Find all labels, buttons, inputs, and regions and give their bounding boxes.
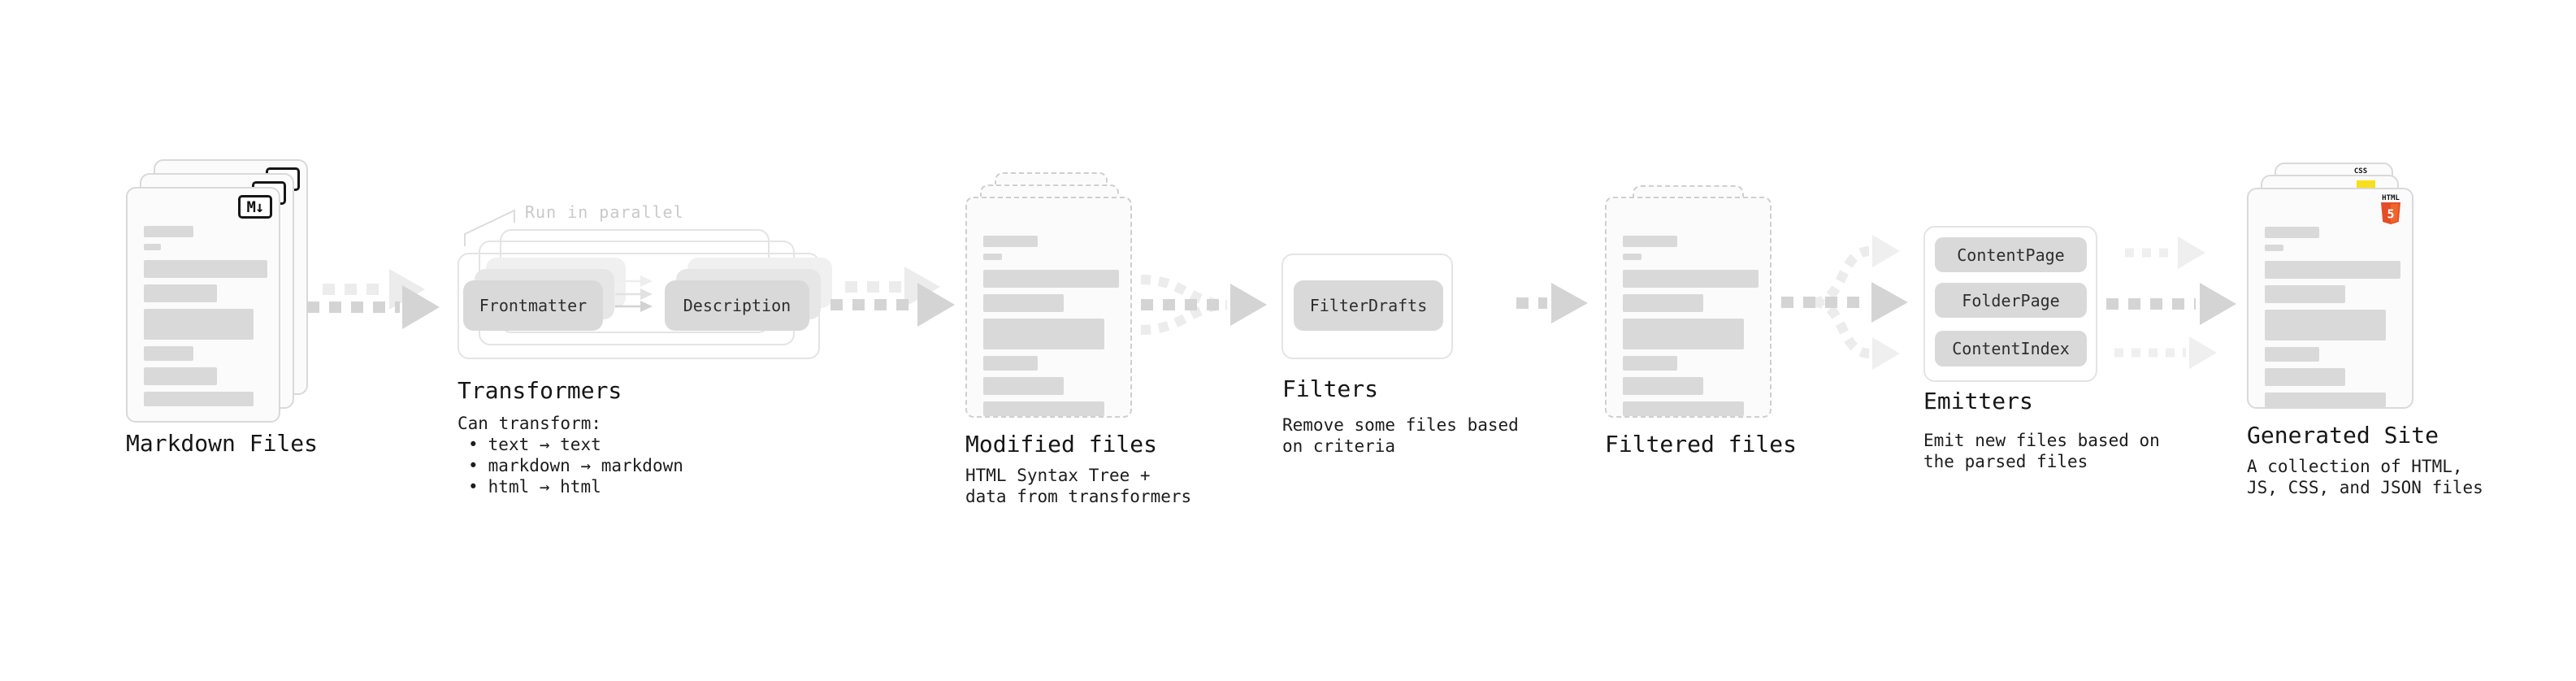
skeleton-line <box>983 270 1119 288</box>
skeleton-line <box>1623 254 1642 260</box>
transformers-desc-heading: Can transform: <box>458 414 602 433</box>
js-file-icon <box>2357 180 2375 189</box>
skeleton-line <box>983 319 1104 349</box>
modified-file-card-front <box>965 197 1132 418</box>
document-skeleton <box>1623 236 1759 416</box>
frontmatter-pill-label: Frontmatter <box>479 296 588 315</box>
arrow-modified-to-filters-merge <box>1140 275 1267 335</box>
skeleton-line <box>983 294 1064 312</box>
markdown-file-card-front: M↓ <box>126 187 280 423</box>
skeleton-line <box>144 392 254 406</box>
desc-line: the parsed files <box>1923 452 2088 471</box>
arrows-emitters-to-generated <box>2106 236 2236 369</box>
desc-line: Remove some files based <box>1282 415 1519 435</box>
transformers-bullet-2: • markdown → markdown <box>468 455 683 476</box>
transformers-description: Can transform: • text → text • markdown … <box>458 413 683 497</box>
html5-icon: HTML 5 <box>2379 194 2402 224</box>
bullet-text: html → html <box>488 477 601 497</box>
generated-site-title: Generated Site <box>2247 422 2439 449</box>
html5-badge-label: HTML <box>2382 194 2400 202</box>
skeleton-line <box>983 377 1064 395</box>
desc-line: JS, CSS, and JSON files <box>2247 478 2483 497</box>
skeleton-line <box>1623 401 1744 416</box>
skeleton-line <box>2265 285 2345 303</box>
description-pill: Description <box>665 280 809 331</box>
skeleton-line <box>144 309 254 340</box>
contentindex-pill-label: ContentIndex <box>1952 339 2070 358</box>
skeleton-line <box>1623 270 1759 288</box>
skeleton-line <box>2265 245 2284 251</box>
skeleton-line <box>983 236 1038 247</box>
html5-number: 5 <box>2387 207 2394 222</box>
emitters-description: Emit new files based on the parsed files <box>1923 430 2160 472</box>
arrow-filtered-to-emitters-split <box>1781 235 1908 370</box>
transformers-title: Transformers <box>458 377 622 404</box>
document-skeleton <box>144 226 267 406</box>
bullet-text: markdown → markdown <box>488 456 683 475</box>
skeleton-line <box>144 367 217 385</box>
filterdrafts-pill: FilterDrafts <box>1294 280 1443 331</box>
run-in-parallel-annotation: Run in parallel <box>525 202 684 222</box>
skeleton-line <box>2265 347 2319 362</box>
skeleton-line <box>2265 310 2386 340</box>
desc-line: on criteria <box>1282 436 1396 456</box>
modified-files-description: HTML Syntax Tree + data from transformer… <box>965 465 1191 507</box>
bullet-glyph: • <box>468 456 479 475</box>
arrow-transformers-to-modified <box>830 267 955 327</box>
skeleton-line <box>2265 368 2345 386</box>
skeleton-line <box>2265 227 2319 238</box>
document-skeleton <box>983 236 1119 416</box>
skeleton-line <box>983 401 1104 416</box>
transformers-bullet-1: • text → text <box>468 434 683 455</box>
skeleton-line <box>1623 356 1677 371</box>
markdown-files-title: Markdown Files <box>126 430 319 457</box>
skeleton-line <box>983 356 1038 371</box>
document-skeleton <box>2265 227 2400 407</box>
skeleton-line <box>1623 236 1677 247</box>
skeleton-line <box>2265 261 2400 279</box>
contentpage-pill: ContentPage <box>1935 237 2087 272</box>
generated-site-description: A collection of HTML, JS, CSS, and JSON … <box>2247 456 2483 498</box>
frontmatter-pill: Frontmatter <box>463 280 603 331</box>
skeleton-line <box>144 226 193 237</box>
markdown-badge-icon: M↓ <box>238 195 272 219</box>
filtered-file-card-front <box>1605 197 1772 418</box>
desc-line: data from transformers <box>965 487 1192 506</box>
skeleton-line <box>144 346 193 361</box>
bullet-glyph: • <box>468 435 479 454</box>
skeleton-line <box>144 244 162 250</box>
skeleton-line <box>2265 393 2386 407</box>
modified-files-title: Modified files <box>965 431 1158 458</box>
filterdrafts-pill-label: FilterDrafts <box>1309 296 1428 315</box>
skeleton-line <box>1623 377 1703 395</box>
arrow-filters-to-filtered <box>1516 283 1588 323</box>
css-badge-label: CSS <box>2353 167 2368 176</box>
arrow-markdown-to-transformers <box>307 269 440 329</box>
folderpage-pill: FolderPage <box>1935 283 2087 318</box>
bullet-glyph: • <box>468 477 479 497</box>
skeleton-line <box>144 260 267 278</box>
contentindex-pill: ContentIndex <box>1935 331 2087 367</box>
skeleton-line <box>1623 294 1703 312</box>
filtered-files-title: Filtered files <box>1605 431 1798 458</box>
desc-line: HTML Syntax Tree + <box>965 466 1151 485</box>
skeleton-line <box>144 284 217 302</box>
description-pill-label: Description <box>683 296 791 315</box>
markdown-badge-label: M↓ <box>246 197 265 216</box>
skeleton-line <box>1623 319 1744 349</box>
transformers-bullet-3: • html → html <box>468 476 683 497</box>
folderpage-pill-label: FolderPage <box>1962 290 2060 310</box>
bullet-text: text → text <box>488 435 601 454</box>
html5-shield: 5 <box>2381 202 2400 224</box>
desc-line: Emit new files based on <box>1923 431 2160 450</box>
emitters-title: Emitters <box>1923 388 2033 414</box>
generated-html-card: HTML 5 <box>2247 188 2413 409</box>
filters-title: Filters <box>1282 375 1379 402</box>
filters-description: Remove some files based on criteria <box>1282 414 1519 457</box>
desc-line: A collection of HTML, <box>2247 457 2463 476</box>
skeleton-line <box>983 254 1003 260</box>
contentpage-pill-label: ContentPage <box>1957 245 2065 265</box>
